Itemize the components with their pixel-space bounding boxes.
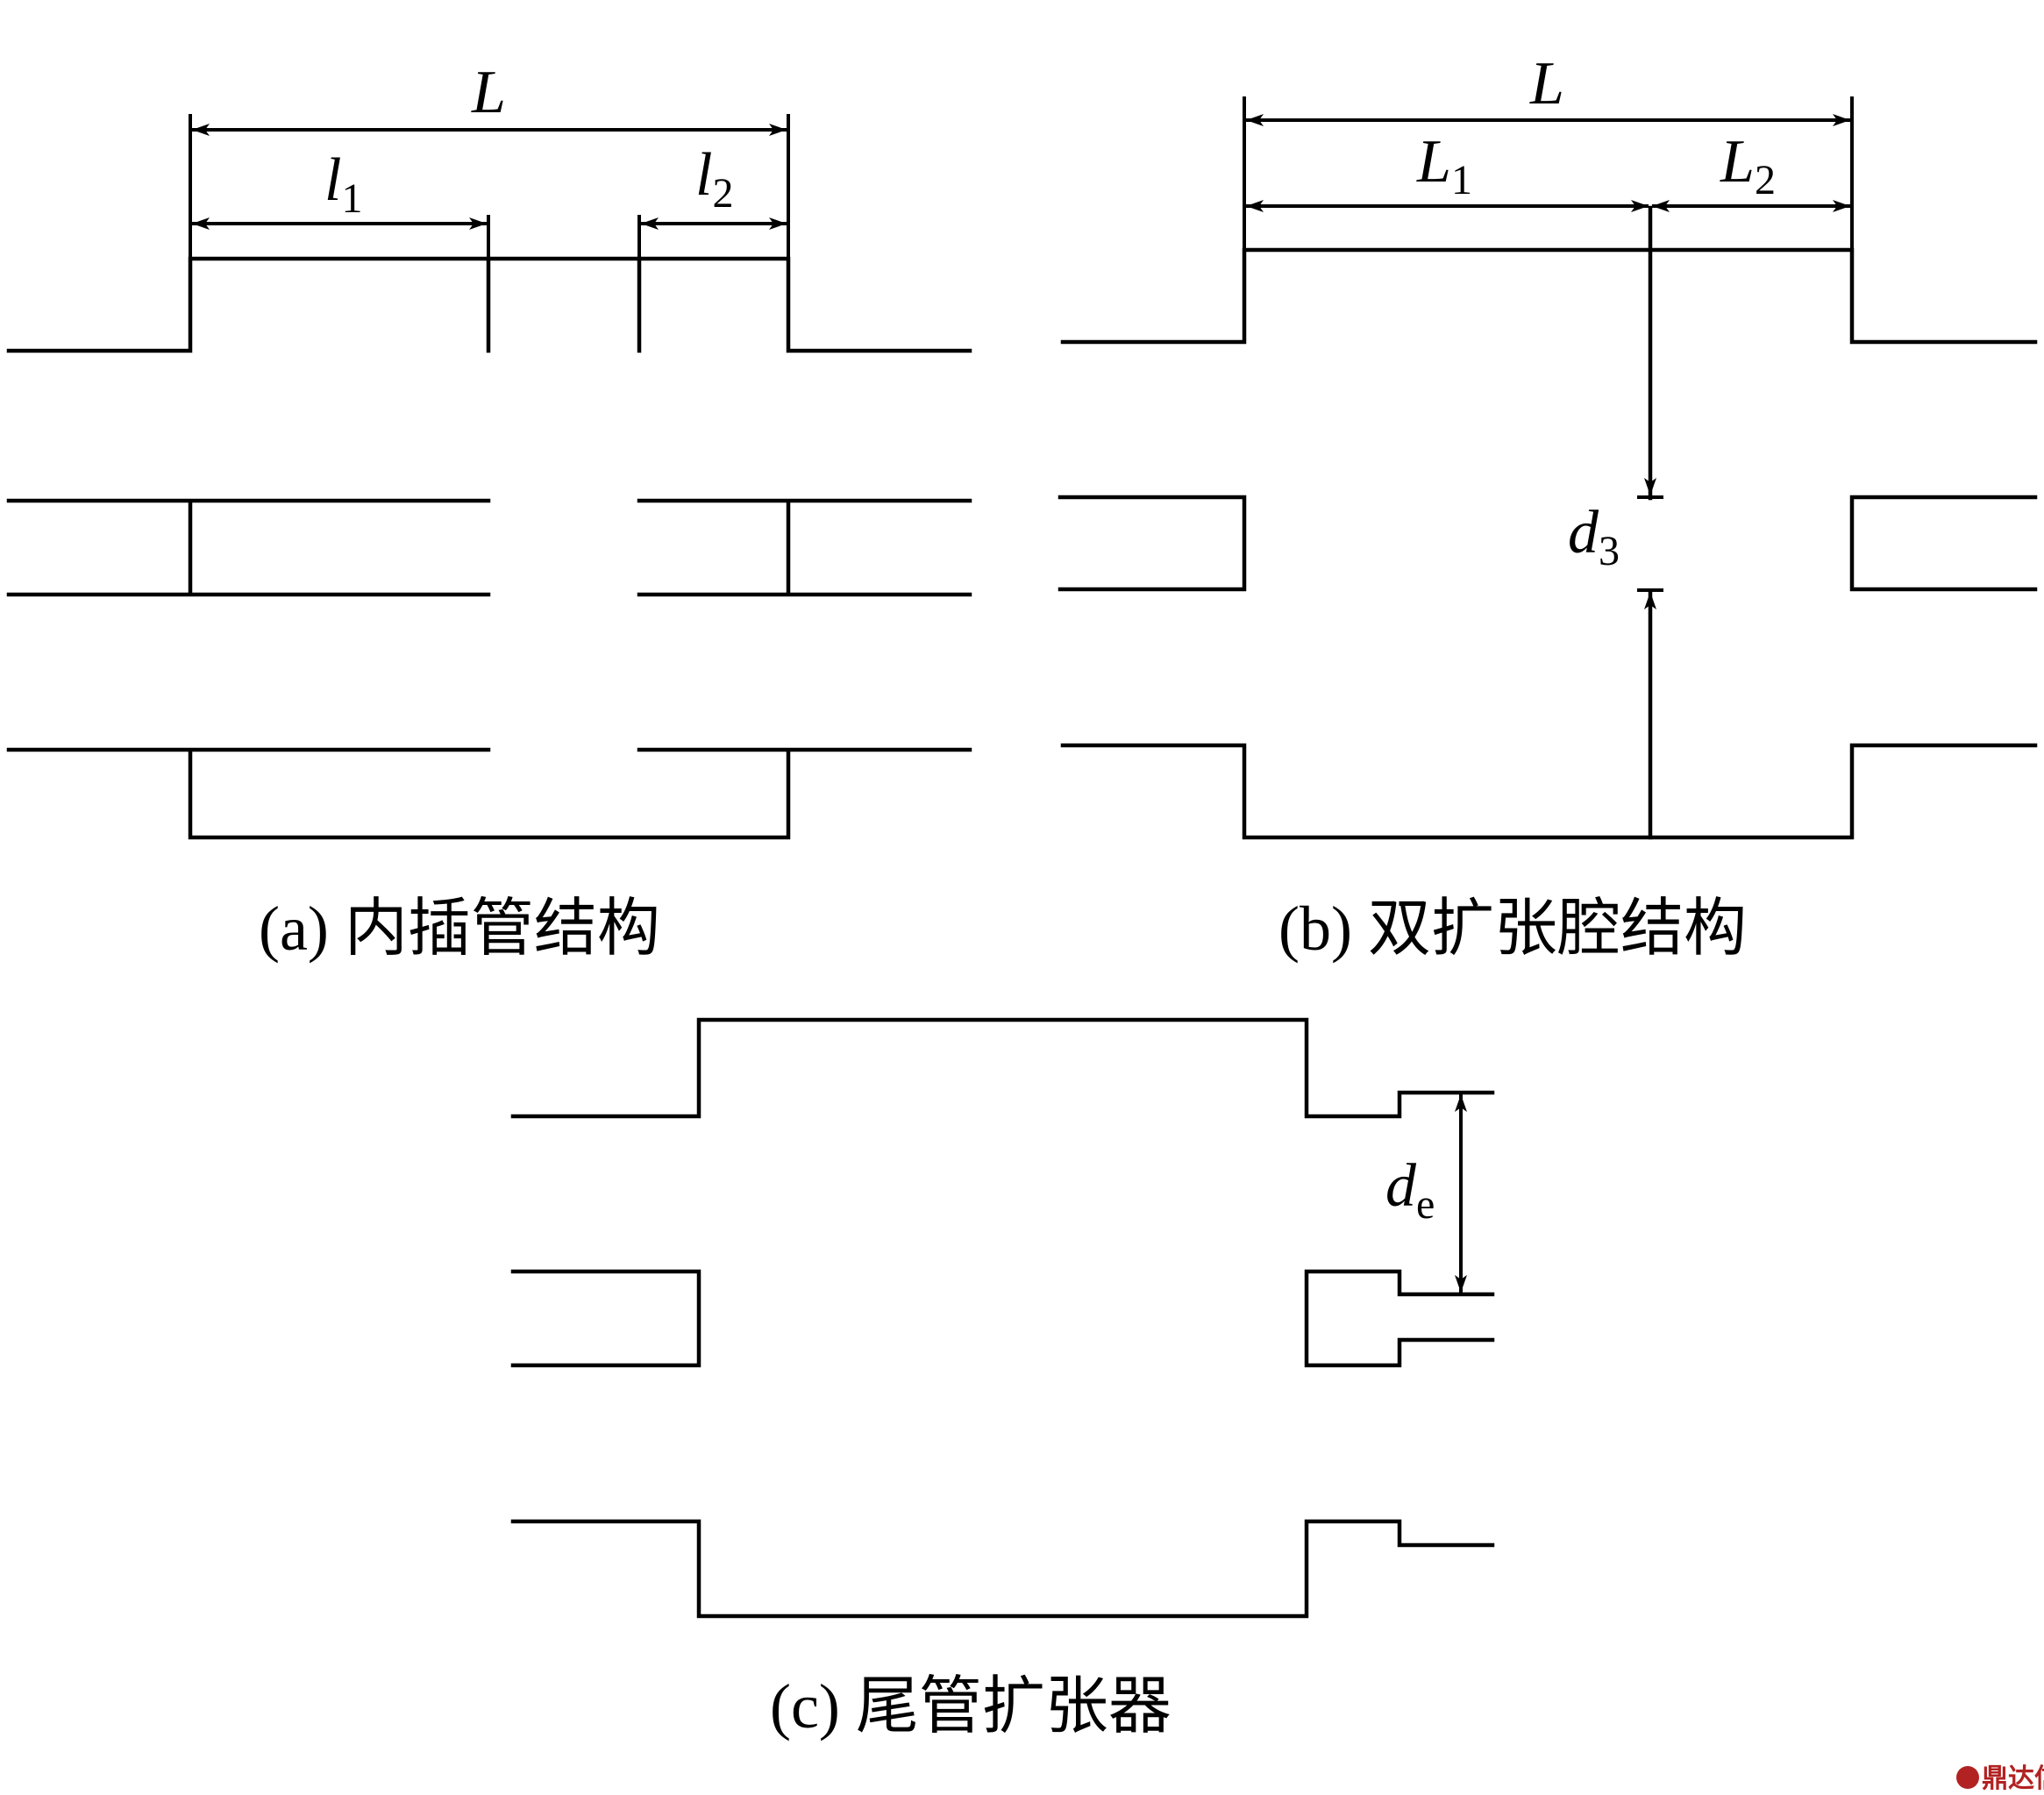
panel-a-top-wall [6,256,491,353]
panel-c-outlet-tube [1304,1269,1495,1368]
panel-a-inlet-tube [6,498,491,597]
panel-c-label-de: de [1385,1152,1435,1228]
panel-c-caption: (c) 尾管扩张器 [770,1671,1172,1742]
watermark-logo-icon [1956,1766,1979,1789]
panel-a-top-wall-right [637,256,972,353]
panel-c-top-wall [510,1017,1495,1119]
panel-b-inlet-tube [1058,495,1247,592]
watermark: 鼎达信 [1956,1763,2044,1794]
panel-a-label-L: L [471,59,506,126]
panel-b-bottom-wall [1060,743,2038,840]
panel-b-outlet-tube [1849,495,2038,592]
panel-a-outlet-tube [637,498,972,597]
panel-a-inner-tube-structure: L l1 l2 (a) 内插管结构 [6,59,972,964]
panel-b-label-L2: L2 [1720,128,1776,203]
panel-b-top-wall [1060,247,2038,345]
panel-b-caption: (b) 双扩张腔结构 [1278,894,1747,964]
panel-a-bottom-wall [6,747,972,840]
panel-b-double-expansion-chamber: L L1 L2 d3 (b) 双扩张腔结构 [1058,50,2038,964]
panel-a-label-l1: l1 [324,146,362,222]
watermark-text: 鼎达信 [1982,1763,2044,1794]
panel-c-bottom-wall [510,1519,1495,1619]
panel-b-label-d3: d3 [1568,499,1620,574]
panel-a-label-l2: l2 [695,141,733,217]
panel-c-inlet-tube [510,1269,702,1368]
panel-b-label-L: L [1529,50,1564,118]
panel-b-label-L1: L1 [1416,128,1472,203]
panel-a-caption: (a) 内插管结构 [259,894,660,964]
panel-c-tailpipe-expander: de (c) 尾管扩张器 [510,1017,1495,1742]
